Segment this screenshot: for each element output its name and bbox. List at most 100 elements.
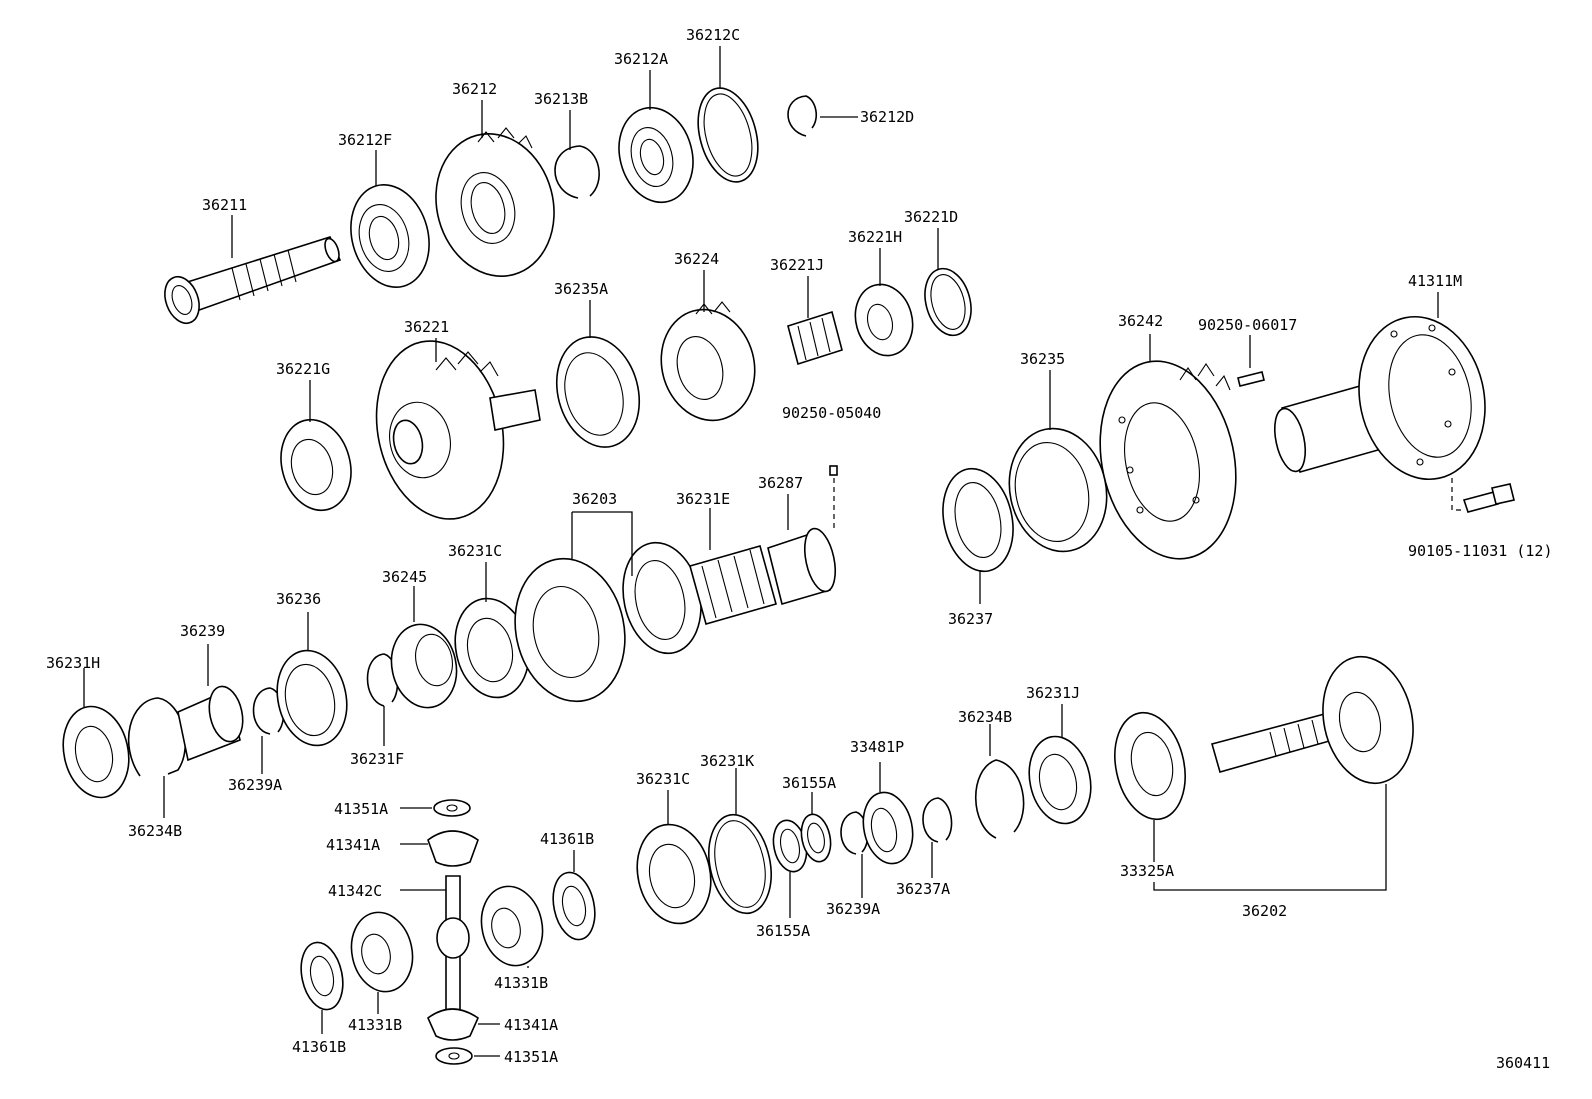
part-36235A-ring [555,336,641,448]
label-36236: 36236 [276,590,321,608]
part-36234B-left-ring [127,697,187,777]
part-36202-flange-shaft [1211,655,1414,785]
label-41361B-left: 41361B [292,1038,346,1056]
label-36245: 36245 [382,568,427,586]
part-41351A-top-washer [433,799,471,817]
label-36212: 36212 [452,80,497,98]
part-90105-11031-bolt [1462,483,1515,513]
part-41331B-left-gear [350,911,414,993]
part-36237-hub-sleeve [942,467,1014,573]
label-90250-06017: 90250-06017 [1198,316,1297,334]
label-41351A-top: 41351A [334,800,388,818]
label-36231F: 36231F [350,750,404,768]
leader-lines [83,46,1462,1057]
label-36237A: 36237A [896,880,950,898]
part-36212F-bearing [350,184,430,288]
part-36234B-right-ring [975,759,1025,839]
label-41342C: 41342C [328,882,382,900]
part-36211-shaft [164,236,342,325]
part-36239-hub [177,685,244,762]
label-36239A-left: 36239A [228,776,282,794]
label-36212A: 36212A [614,50,668,68]
part-33325A-seal [1114,711,1186,821]
label-90105-11031: 90105-11031 (12) [1408,542,1553,560]
part-36212A-bearing [618,106,694,204]
part-41351A-bottom-washer [435,1047,473,1065]
part-36212D-clip [787,95,818,137]
part-36213B-snap-ring [554,145,600,199]
label-41361B-right: 41361B [540,830,594,848]
label-36224: 36224 [674,250,719,268]
part-36203-gear-set [514,541,702,703]
label-33325A: 33325A [1120,862,1174,880]
label-36231C-top: 36231C [448,542,502,560]
part-36242-gear [1099,360,1237,560]
part-36287-sleeve [767,527,837,606]
label-41311M: 41311M [1408,272,1462,290]
part-36221D-ring [924,267,972,337]
part-36231C-top-bearing [454,597,530,699]
part-36221-gear-shaft [375,340,541,520]
label-36202: 36202 [1242,902,1287,920]
label-41341A-top: 41341A [326,836,380,854]
part-36221G-bearing [280,418,352,512]
part-41311M-case [1273,315,1486,481]
label-36231C-bottom: 36231C [636,770,690,788]
label-36239A-right: 36239A [826,900,880,918]
label-36239: 36239 [180,622,225,640]
part-41341A-bottom-gear [427,1008,480,1041]
diagram-id-label: 360411 [1496,1054,1550,1072]
part-36221H-collar [854,283,914,357]
part-36231K-ring [708,813,772,915]
part-36245-collar [390,623,458,709]
part-36231H-bearing [62,705,130,799]
label-33481P: 33481P [850,738,904,756]
label-41331B-right: 41331B [494,974,548,992]
label-36287: 36287 [758,474,803,492]
label-36231H: 36231H [46,654,100,672]
part-33481P-hub [862,791,914,865]
label-36213B: 36213B [534,90,588,108]
part-41341A-top-gear [427,830,479,867]
part-41342C-shaft [436,875,470,1011]
label-36221J: 36221J [770,256,824,274]
label-36231E: 36231E [676,490,730,508]
part-36221J-needle-bearing [787,310,843,366]
label-36231J: 36231J [1026,684,1080,702]
part-41361B-left-washer [300,941,344,1011]
label-36212D: 36212D [860,108,914,126]
part-36224-gear [660,301,756,422]
label-41351A-bottom: 41351A [504,1048,558,1066]
label-36221D: 36221D [904,208,958,226]
label-36212F: 36212F [338,131,392,149]
part-90250-06017-pin [1237,371,1265,387]
label-36234B-right: 36234B [958,708,1012,726]
label-36237: 36237 [948,610,993,628]
part-36212C-ring [697,87,759,183]
label-36221G: 36221G [276,360,330,378]
label-41331B-left: 41331B [348,1016,402,1034]
part-90250-05040-pin [829,465,838,476]
label-36155A-top: 36155A [782,774,836,792]
part-36236-ring [276,649,348,747]
label-90250-05040: 90250-05040 [782,404,881,422]
part-36212-gear [435,127,555,277]
label-36211: 36211 [202,196,247,214]
part-36155A-washers [772,813,832,873]
label-36221: 36221 [404,318,449,336]
label-36234B-left: 36234B [128,822,182,840]
part-36231E-needle-bearing [689,545,777,625]
label-36242: 36242 [1118,312,1163,330]
part-36237A-ring [922,797,953,843]
label-36235: 36235 [1020,350,1065,368]
label-36221H: 36221H [848,228,902,246]
part-labels: 36211 36212F 36212 36213B 36212A 36212C … [46,26,1553,1072]
label-36155A-bottom: 36155A [756,922,810,940]
label-36235A: 36235A [554,280,608,298]
label-36231K: 36231K [700,752,754,770]
label-36212C: 36212C [686,26,740,44]
part-36231J-bearing [1028,735,1092,825]
label-36203: 36203 [572,490,617,508]
